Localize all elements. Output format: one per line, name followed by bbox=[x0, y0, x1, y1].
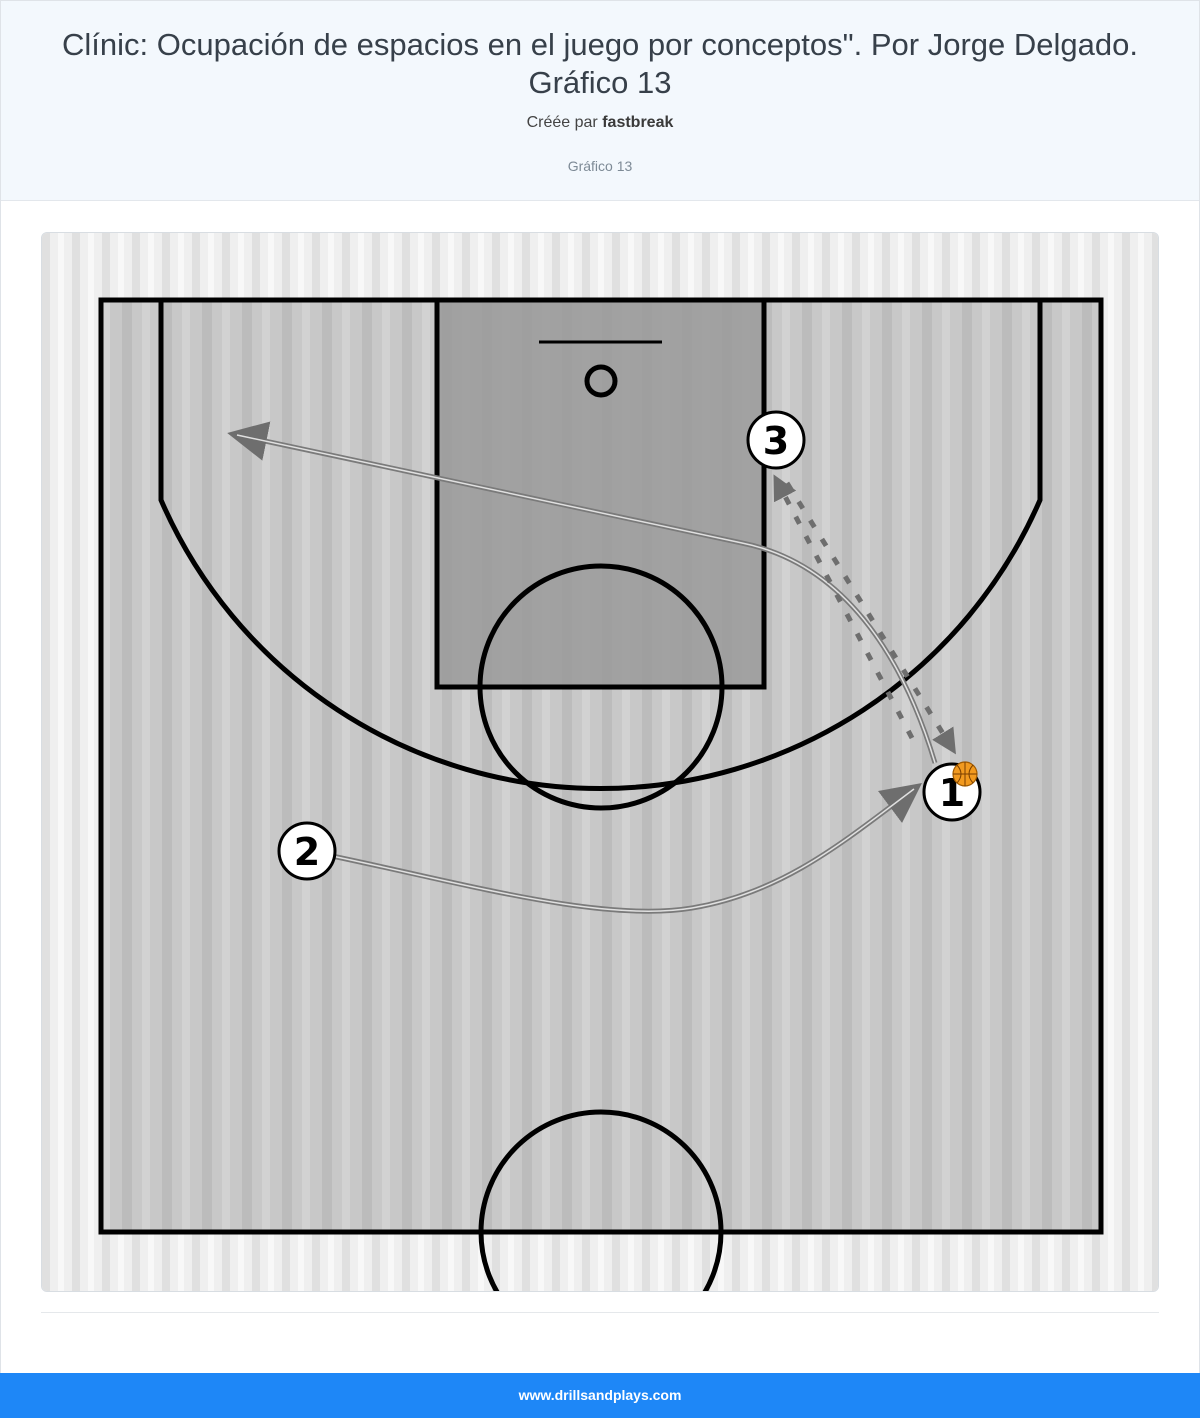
footer-site-link[interactable]: www.drillsandplays.com bbox=[518, 1387, 682, 1403]
player-2: 2 bbox=[277, 821, 337, 881]
paint-area bbox=[437, 300, 764, 687]
byline-prefix: Créée par bbox=[526, 114, 598, 131]
diagram-subtitle: Gráfico 13 bbox=[567, 158, 633, 174]
basket-rim bbox=[584, 364, 618, 398]
player-2-label: 2 bbox=[294, 830, 320, 874]
dashed-route-player-3 bbox=[784, 481, 956, 755]
court-svg: 3 2 1 bbox=[42, 233, 1158, 1291]
player-3-label: 3 bbox=[763, 419, 789, 463]
three-point-line bbox=[158, 300, 1043, 792]
player-3: 3 bbox=[746, 410, 806, 470]
cut-arrow-2-highlight bbox=[331, 788, 915, 913]
paint-lines bbox=[434, 297, 767, 690]
cut-arrow-highlight bbox=[236, 434, 936, 764]
author-name[interactable]: fastbreak bbox=[602, 114, 674, 131]
basketball-icon bbox=[952, 761, 978, 787]
content-separator bbox=[41, 1312, 1159, 1313]
page-title: Clínic: Ocupación de espacios en el jueg… bbox=[62, 27, 1138, 100]
dashed-route-return bbox=[773, 474, 915, 740]
center-circle bbox=[478, 1109, 724, 1291]
site-footer: www.drillsandplays.com bbox=[0, 1373, 1200, 1418]
court-diagram: 3 2 1 bbox=[41, 232, 1159, 1292]
court-lines bbox=[98, 297, 1104, 1291]
page-header: Clínic: Ocupación de espacios en el jueg… bbox=[1, 1, 1199, 201]
free-throw-circle bbox=[477, 563, 725, 811]
author-byline: Créée par fastbreak bbox=[1, 114, 1199, 132]
